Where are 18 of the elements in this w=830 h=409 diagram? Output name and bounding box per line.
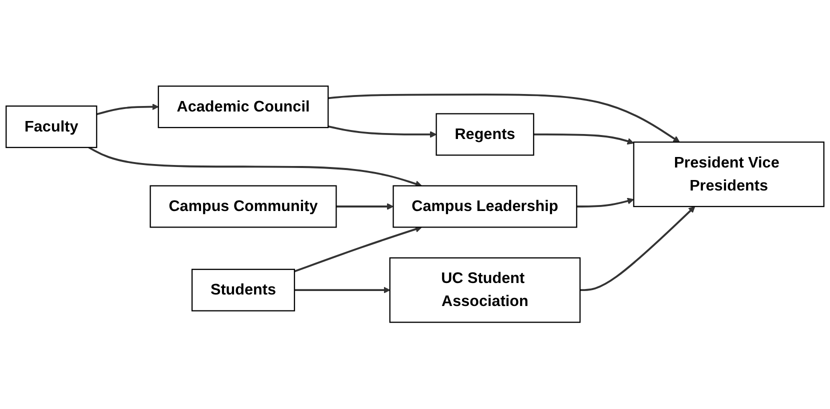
arrow: [88, 146, 422, 188]
node-box: Regents: [436, 113, 534, 156]
arrow: [534, 134, 634, 145]
node-box: President Vice Presidents: [633, 142, 824, 208]
arrow: [328, 94, 680, 143]
node-box: Faculty: [6, 106, 98, 148]
arrow: [576, 198, 634, 208]
arrow: [294, 226, 422, 273]
arrow: [336, 203, 394, 210]
arrow: [328, 126, 437, 138]
node-box: UC Student Association: [389, 258, 581, 324]
arrow: [96, 104, 159, 116]
arrow: [580, 206, 696, 292]
node-box: Campus Leadership: [392, 186, 578, 228]
node-box: Students: [191, 269, 296, 312]
arrow: [294, 287, 390, 294]
node-box: Academic Council: [158, 86, 329, 128]
node-box: Campus Community: [150, 186, 337, 228]
